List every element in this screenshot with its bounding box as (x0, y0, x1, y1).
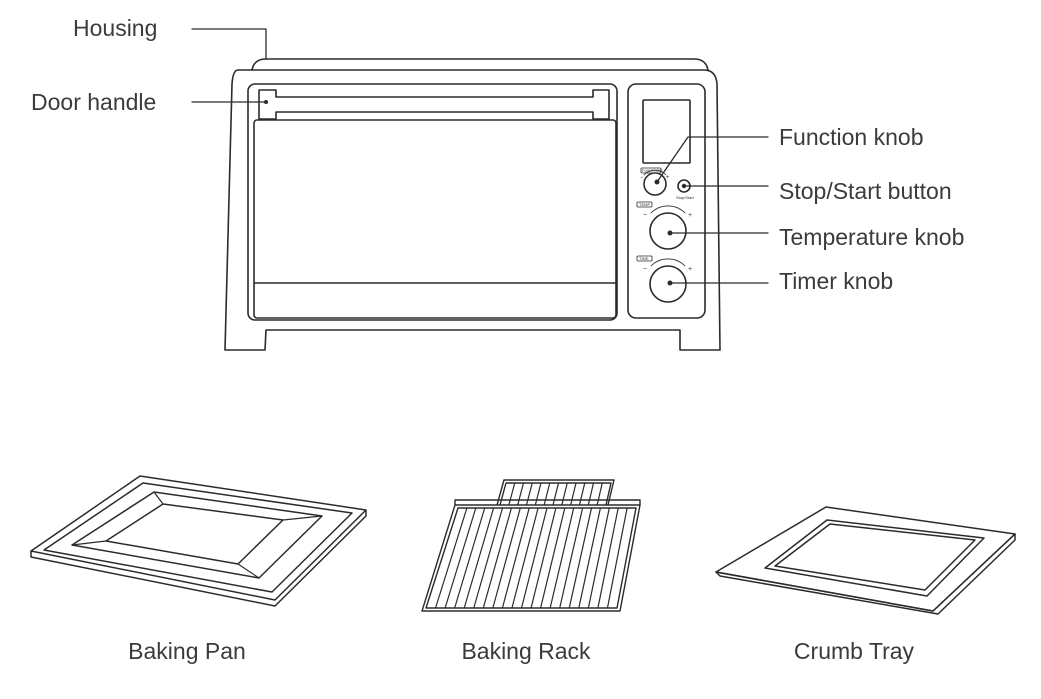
timer-knob (649, 265, 687, 303)
door-handle (258, 89, 610, 120)
rack-wire (492, 507, 521, 609)
function-knob-leader (656, 136, 769, 183)
time-panel-text: TIME (639, 256, 649, 261)
display-screen (642, 99, 691, 164)
rack-wire (511, 507, 539, 609)
time-label-box (636, 255, 653, 262)
oven-window (253, 119, 617, 319)
temp-label-box (636, 201, 653, 208)
rack-back-wire (587, 482, 595, 506)
rack-wire (578, 507, 601, 609)
rack-wire (520, 507, 548, 609)
temp-panel-text: TEMP (639, 202, 650, 207)
rack-wire (434, 507, 468, 609)
oven-body (224, 69, 721, 351)
function-plus: + (666, 175, 670, 181)
stop-start-panel-text: Stop/Start (676, 195, 695, 200)
rack-wire (454, 507, 486, 609)
rack-wire (540, 507, 566, 609)
baking-rack (421, 479, 641, 612)
rack-back-wire (552, 482, 560, 506)
rack-back-wire (561, 482, 568, 506)
rack-wire (587, 507, 610, 609)
door-handle-label: Door handle (31, 89, 157, 115)
crumb-tray (715, 506, 1016, 615)
rack-wire (501, 507, 530, 609)
baking-pan (30, 475, 367, 607)
rack-wire (549, 507, 575, 609)
rack-back-wire (534, 482, 542, 506)
rack-back-wire (517, 482, 525, 506)
timer-knob-label: Timer knob (779, 268, 894, 294)
rack-wire (444, 507, 477, 609)
temp-minus: − (643, 212, 647, 219)
baking-rack-caption: Baking Rack (461, 638, 591, 664)
rack-wire (530, 507, 557, 609)
function-panel-text: FUNCTION (642, 168, 663, 173)
time-minus: − (643, 266, 647, 273)
temperature-knob (649, 212, 687, 250)
oven-door (247, 83, 618, 321)
rack-back-wire (508, 482, 516, 506)
rack-back-wire (570, 482, 577, 506)
rack-back-wire (596, 482, 603, 506)
rack-wire (482, 507, 512, 609)
housing-top (251, 58, 709, 71)
housing-label: Housing (73, 15, 158, 41)
function-minus: − (640, 175, 644, 181)
rack-wire (463, 507, 495, 609)
temp-plus: + (688, 212, 692, 219)
rack-back-wire (543, 482, 551, 506)
housing-leader (191, 28, 267, 60)
function-knob-label: Function knob (779, 124, 924, 150)
temperature-knob-label: Temperature knob (779, 224, 965, 250)
rack-back-wire (525, 482, 533, 506)
rack-wire (559, 507, 584, 609)
function-knob (643, 172, 667, 196)
rack-wire (568, 507, 593, 609)
stop-start-button-label: Stop/Start button (779, 178, 952, 204)
rack-back-wire (578, 482, 586, 506)
baking-pan-caption: Baking Pan (128, 638, 246, 664)
rack-wire (606, 507, 628, 609)
rack-wire (597, 507, 619, 609)
control-panel (627, 83, 706, 319)
rack-wire (473, 507, 504, 609)
crumb-tray-caption: Crumb Tray (793, 638, 915, 664)
time-plus: + (688, 266, 692, 273)
